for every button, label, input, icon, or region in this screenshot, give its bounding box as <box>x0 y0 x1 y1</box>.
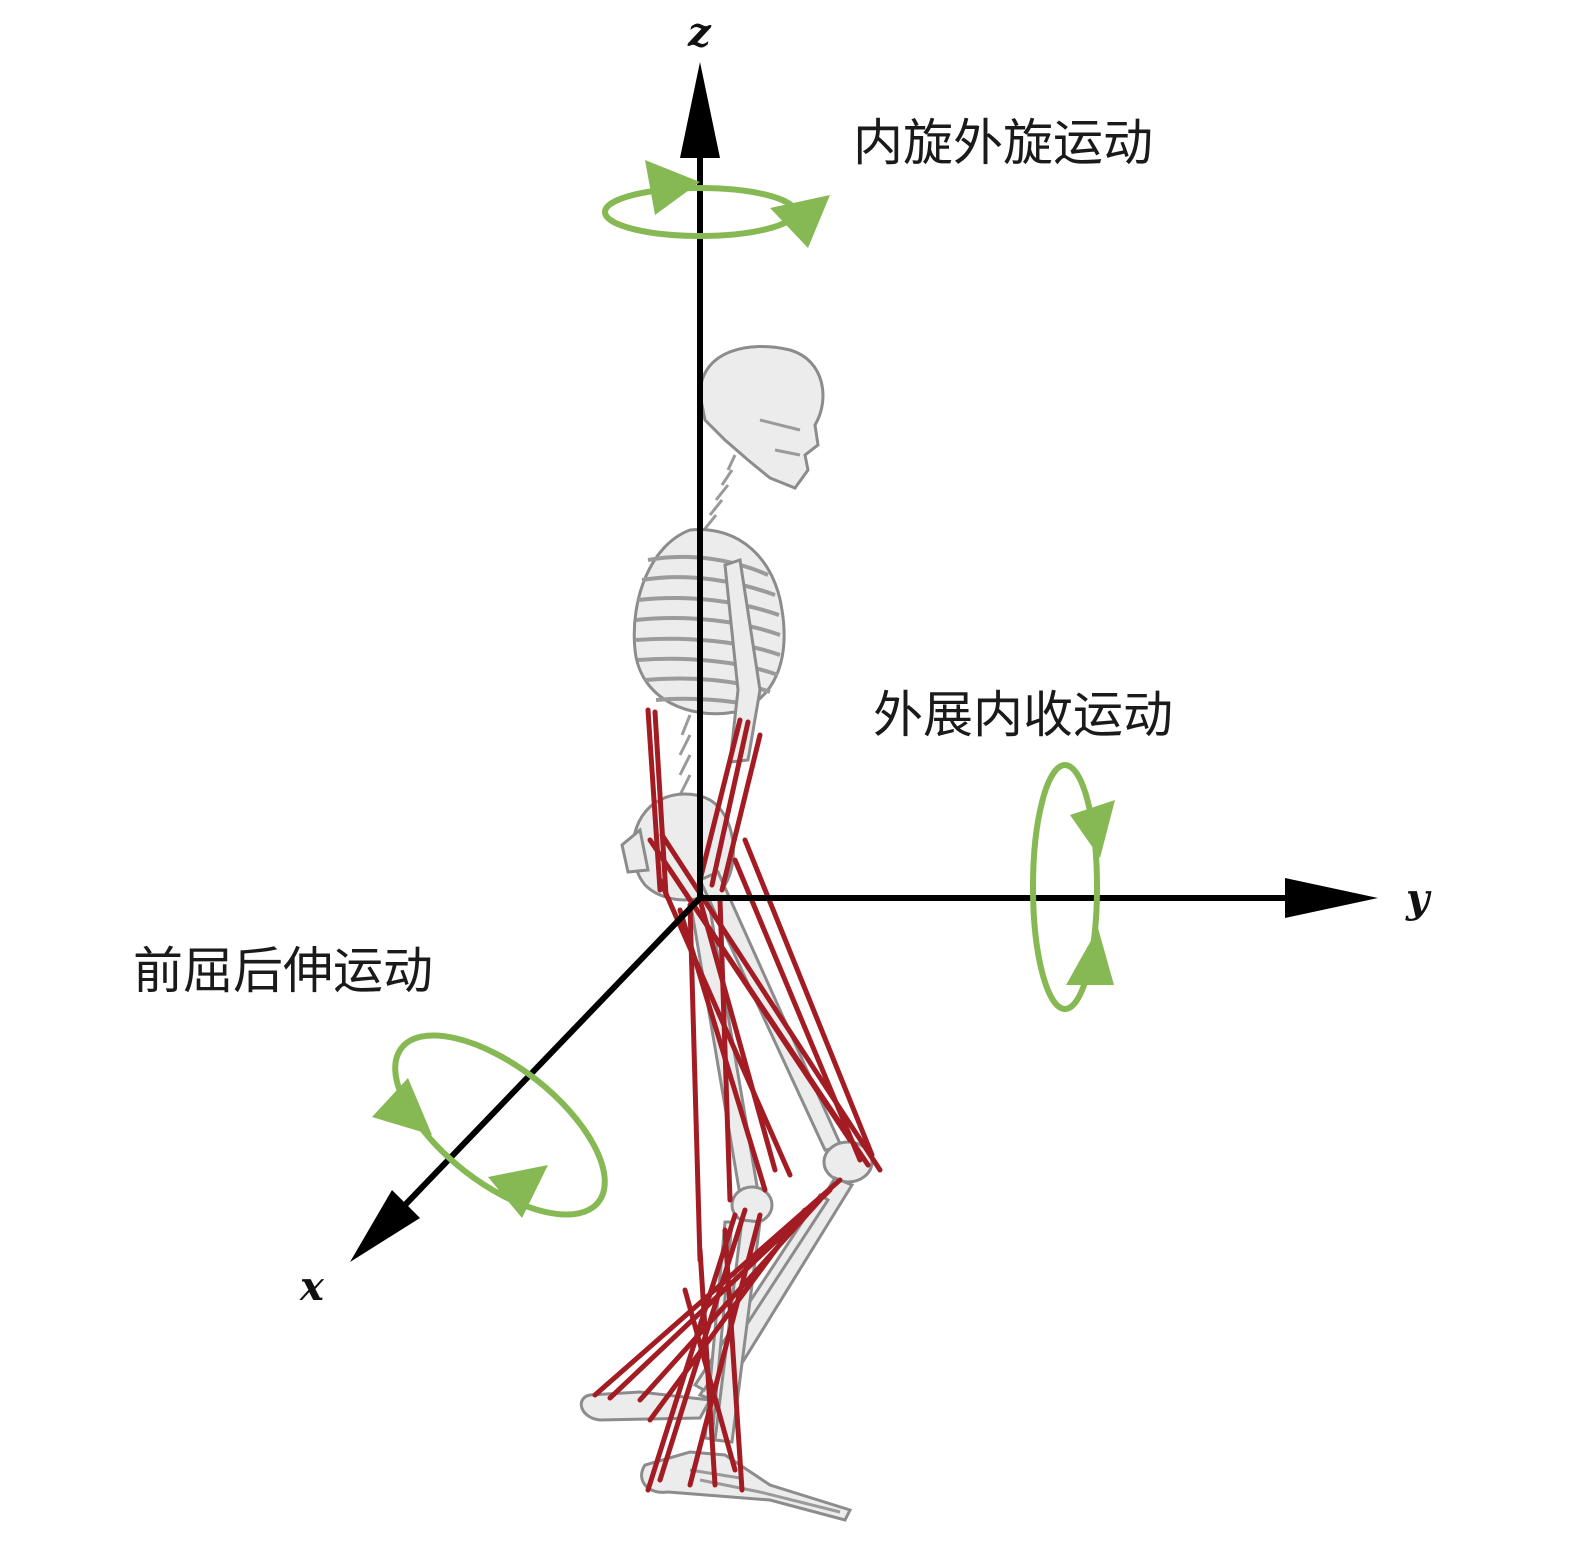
y-rotation-label: 外展内收运动 <box>873 686 1173 744</box>
y-axis-label: y <box>1405 875 1432 922</box>
y-axis-arrowhead <box>1285 878 1378 918</box>
muscle-lines <box>592 707 883 1493</box>
x-rotation-label: 前屈后伸运动 <box>133 942 433 1000</box>
x-rotation-arrow <box>372 1032 608 1218</box>
x-axis <box>350 895 703 1262</box>
y-rotation-arrow <box>1030 762 1115 1012</box>
x-axis-arrowhead <box>350 1190 420 1262</box>
z-rotation-arrow <box>602 160 830 248</box>
z-axis-arrowhead <box>680 62 720 158</box>
z-axis <box>680 62 720 900</box>
z-rotation-label: 内旋外旋运动 <box>853 114 1153 172</box>
z-axis-label: z <box>687 9 712 56</box>
y-axis <box>700 878 1378 918</box>
x-axis-label: x <box>299 1263 325 1310</box>
